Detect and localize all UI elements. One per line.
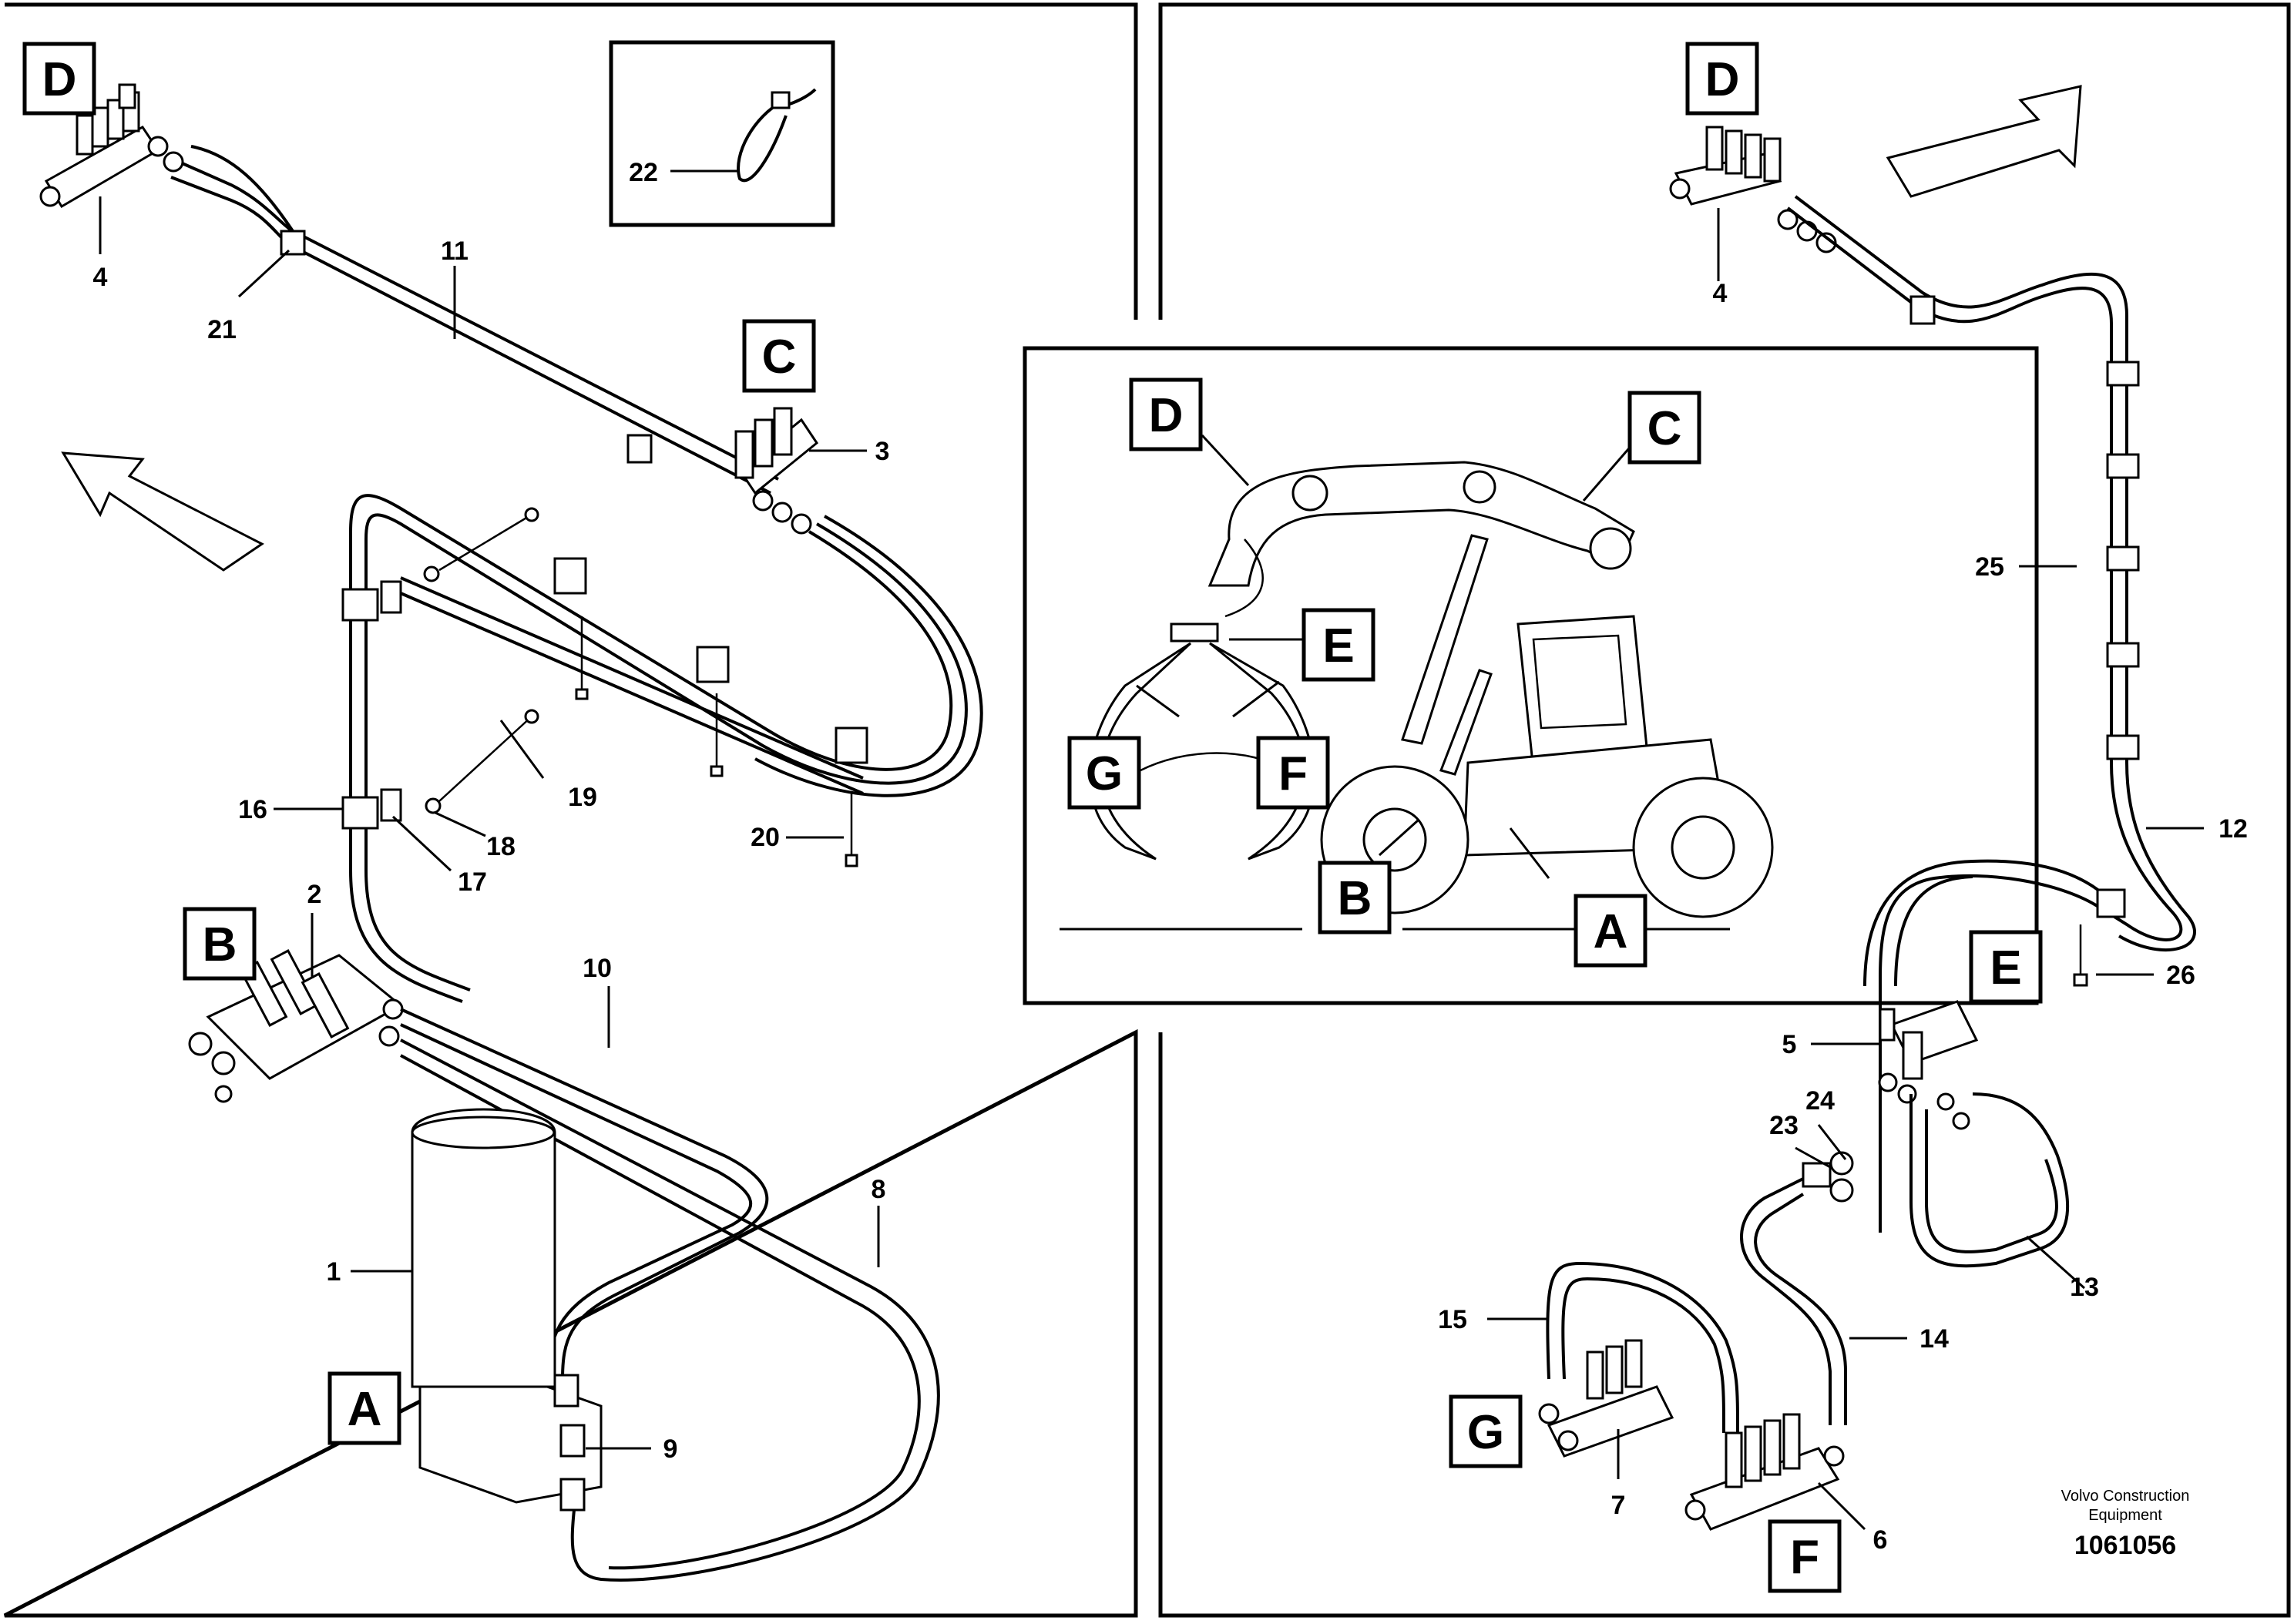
part-number-25: 25: [1975, 552, 2004, 582]
part-number-15: 15: [1438, 1305, 1467, 1334]
part-number-23: 23: [1769, 1111, 1799, 1140]
inset-letter-c-box: [1627, 391, 1701, 465]
part-number-3: 3: [875, 437, 890, 466]
hose-14-15: [1546, 1177, 1847, 1434]
left-letter-a: A: [348, 1383, 382, 1436]
part-number-19: 19: [568, 783, 597, 812]
part-number-18: 18: [486, 832, 516, 861]
left-letter-c-box: [742, 319, 816, 393]
part-number-8: 8: [872, 1175, 886, 1204]
cable-tie-inset-frame: [609, 40, 835, 227]
left-letter-d: D: [42, 53, 77, 106]
distribution-block-icon: [1684, 1413, 1845, 1531]
hose-13: [1909, 1092, 2070, 1268]
part-number-22: 22: [629, 158, 658, 187]
part-number-7: 7: [1611, 1491, 1626, 1520]
right-letter-g-box: [1449, 1394, 1523, 1468]
loader-machine-icon: [1060, 461, 1774, 931]
hose-25-12: [1786, 195, 2196, 1233]
left-letter-d-box: [22, 42, 96, 116]
distribution-block-icon: [1538, 1339, 1674, 1458]
right-letter-f: F: [1790, 1531, 1819, 1584]
center-inset: D C E G F B A: [1060, 377, 1774, 968]
inset-letter-e-box: [1302, 608, 1375, 682]
right-letter-e: E: [1990, 941, 2021, 995]
part-number-4: 4: [93, 263, 108, 292]
right-panel: D E G F 4 25 12 26 5 23 24 13 14 15 7 6 …: [1438, 42, 2248, 1593]
part-number-20: 20: [751, 823, 780, 852]
part-number-12: 12: [2218, 814, 2248, 844]
right-panel-frame: [1158, 2, 2291, 1618]
hose-clamp-icon: [626, 434, 653, 464]
inset-letter-d-box: [1129, 377, 1203, 451]
distribution-block-icon: [1669, 126, 1837, 253]
part-number-21: 21: [207, 315, 237, 344]
distribution-block-icon: [188, 949, 404, 1103]
distribution-block-icon: [734, 407, 819, 535]
part-number-14: 14: [1920, 1324, 1949, 1354]
inset-letter-f-box: [1256, 736, 1330, 810]
distribution-block-icon: [39, 83, 184, 209]
center-inset-frame: [1023, 346, 2039, 1005]
inset-letter-a-box: [1574, 894, 1647, 968]
left-letter-c: C: [762, 331, 797, 384]
part-number-1: 1: [327, 1257, 341, 1287]
part-number-13: 13: [2070, 1273, 2099, 1302]
part-number-17: 17: [458, 867, 487, 897]
hose-clamp-icon: [1909, 295, 2140, 918]
part-number-10: 10: [583, 954, 612, 983]
inset-letter-g: G: [1086, 747, 1123, 800]
inset-letter-d: D: [1149, 389, 1184, 442]
inset-letter-c: C: [1647, 402, 1682, 455]
part-number-9: 9: [663, 1434, 678, 1464]
left-panel-frame: [3, 2, 1138, 1618]
document-number: 1061056: [2074, 1531, 2176, 1560]
inset-letter-b-box: [1318, 861, 1392, 934]
left-letter-b: B: [203, 918, 237, 971]
part-number-11: 11: [441, 237, 469, 266]
lubrication-pump-icon: [411, 1108, 603, 1512]
inset-letter-g-box: [1067, 736, 1141, 810]
brand-line-1: Volvo Construction: [2061, 1488, 2190, 1505]
part-number-6: 6: [1873, 1525, 1888, 1555]
direction-arrow-icon: [1886, 85, 2082, 198]
right-letter-e-box: [1969, 930, 2043, 1004]
left-letter-b-box: [183, 907, 257, 981]
part-number-4: 4: [1713, 279, 1728, 308]
cable-tie-icon: [737, 88, 817, 183]
fitting-23-24: [1802, 1151, 1854, 1203]
left-letter-a-box: [327, 1371, 401, 1445]
clamp-bar: [341, 557, 868, 830]
part-number-2: 2: [307, 880, 322, 909]
right-letter-d: D: [1705, 53, 1740, 106]
part-number-5: 5: [1782, 1030, 1797, 1059]
inset-letter-f: F: [1278, 747, 1308, 800]
part-number-24: 24: [1805, 1086, 1835, 1116]
brand-line-2: Equipment: [2088, 1507, 2162, 1524]
hose-clamp-icon: [280, 230, 306, 256]
inset-letter-b: B: [1338, 872, 1372, 925]
part-number-16: 16: [238, 795, 267, 824]
inset-letter-e: E: [1322, 619, 1354, 673]
bolt-19: [423, 507, 539, 814]
bolt-20: [575, 616, 858, 867]
right-letter-g: G: [1467, 1406, 1504, 1459]
right-letter-d-box: [1685, 42, 1759, 116]
distribution-block-icon: [1878, 1000, 1979, 1104]
part-number-26: 26: [2166, 961, 2195, 990]
direction-arrow-icon: [61, 451, 264, 572]
right-letter-f-box: [1768, 1519, 1842, 1593]
left-panel: D C B A 4 21 11 22 3 16 17 18 19 20 2 10…: [22, 40, 983, 1582]
inset-letter-a: A: [1594, 905, 1628, 958]
hose-loop-c: [349, 494, 983, 1003]
